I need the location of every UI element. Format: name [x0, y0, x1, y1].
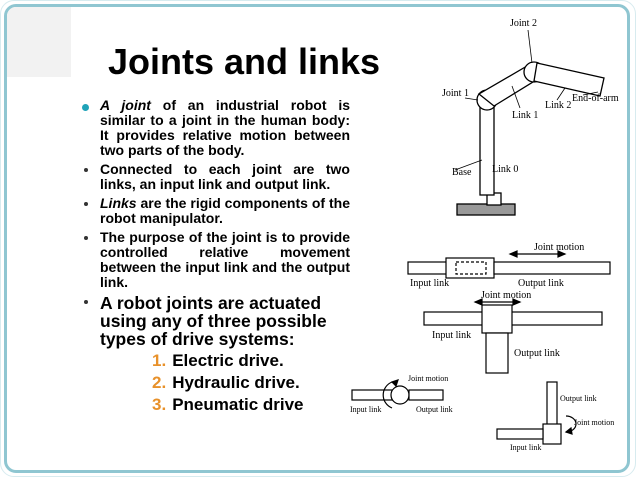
arm-leader-base	[454, 159, 483, 171]
slide-border	[4, 4, 630, 473]
bullet-links: Links are the rigid components of the ro…	[76, 196, 350, 226]
arm-leader-joint2	[527, 29, 533, 64]
drive-list: 1. Electric drive. 2. Hydraulic drive. 3. P…	[100, 352, 350, 414]
twisting-label-output: Output link	[560, 394, 597, 403]
rotational-joint-diagram	[351, 379, 444, 409]
arm-link2	[533, 62, 605, 97]
twisting-joint-diagram	[496, 381, 577, 445]
bullet-lead: A joint	[100, 97, 151, 113]
rotational-label-output: Output link	[416, 405, 453, 414]
bullet-text: A robot joints are actuated using any of…	[100, 293, 327, 349]
orthogonal-output-link	[485, 332, 509, 374]
bullet-connected: Connected to each joint are two links, a…	[76, 162, 350, 192]
drive-number: 2.	[152, 373, 167, 392]
arm-label-base: Base	[452, 167, 472, 178]
slide-title: Joints and links	[108, 41, 381, 82]
bullet-marker	[84, 236, 88, 240]
linear-label-input: Input link	[410, 278, 449, 289]
bullet-text: of an industrial robot is similar to a j…	[100, 97, 350, 158]
rotational-output-link	[408, 389, 444, 401]
bullet-joint: A joint of an industrial robot is simila…	[76, 98, 350, 158]
bullet-marker	[84, 168, 88, 172]
drive-label: Electric drive.	[172, 351, 284, 370]
bullet-purpose: The purpose of the joint is to provide c…	[76, 230, 350, 290]
bullet-lead: Links	[100, 195, 137, 211]
linear-sleeve	[445, 257, 495, 279]
rotational-joint	[390, 385, 410, 405]
orthogonal-arrowhead-right	[512, 298, 522, 306]
linear-output-link	[493, 261, 611, 275]
bullet-marker	[84, 300, 88, 304]
rotational-label-input: Input link	[350, 405, 381, 414]
orthogonal-arrowhead-left	[473, 298, 483, 306]
arm-label-end-of-arm: End-of-arm	[572, 93, 619, 104]
rotational-motion-arc	[382, 381, 393, 409]
linear-label-motion: Joint motion	[534, 242, 584, 253]
drive-item: 2. Hydraulic drive.	[152, 374, 350, 392]
arm-label-link0: Link 0	[492, 164, 518, 175]
orthogonal-label-output: Output link	[514, 348, 560, 359]
arm-link0	[479, 102, 495, 196]
rotational-label-motion: Joint motion	[408, 374, 448, 383]
arm-leader-end	[582, 91, 599, 96]
drive-item: 1. Electric drive.	[152, 352, 350, 370]
arm-label-link2: Link 2	[545, 100, 571, 111]
arm-base-plate	[456, 203, 516, 216]
corner-band	[7, 7, 71, 77]
rotational-arrowhead	[390, 379, 399, 388]
twisting-joint	[542, 423, 562, 445]
linear-arrowhead-left	[508, 250, 518, 258]
drive-number: 1.	[152, 351, 167, 370]
twisting-arrowhead	[564, 426, 573, 435]
bullet-marker	[82, 104, 89, 111]
bullet-marker	[84, 202, 88, 206]
bullet-text: Connected to each joint are two links, a…	[100, 161, 350, 192]
bullet-list: A joint of an industrial robot is simila…	[76, 98, 350, 418]
drive-label: Pneumatic drive	[172, 395, 304, 414]
orthogonal-label-motion: Joint motion	[481, 290, 531, 301]
linear-slider-hidden	[455, 261, 487, 275]
bullet-text: The purpose of the joint is to provide c…	[100, 229, 350, 290]
drive-number: 3.	[152, 395, 167, 414]
arm-leader-joint1	[464, 97, 479, 101]
arm-leader-link2	[556, 87, 566, 101]
twisting-label-motion: Joint motion	[574, 418, 614, 427]
linear-arrowhead-right	[557, 250, 567, 258]
linear-label-output: Output link	[518, 278, 564, 289]
twisting-label-input: Input link	[510, 443, 541, 452]
arm-label-link1: Link 1	[512, 110, 538, 121]
arm-label-joint1: Joint 1	[442, 88, 469, 99]
arm-leader-link1	[511, 85, 521, 109]
bullet-text: are the rigid components of the robot ma…	[100, 195, 350, 226]
orthogonal-joint-block	[481, 304, 513, 334]
robot-arm-diagram	[454, 29, 605, 216]
bullet-actuated: A robot joints are actuated using any of…	[76, 294, 350, 414]
linear-joint-diagram	[407, 250, 611, 279]
drive-item: 3. Pneumatic drive	[152, 396, 350, 414]
orthogonal-input-link	[423, 311, 603, 326]
arm-label-joint2: Joint 2	[510, 18, 537, 29]
rotational-input-link	[351, 389, 393, 401]
twisting-input-link	[496, 428, 544, 440]
orthogonal-label-input: Input link	[432, 330, 471, 341]
drive-label: Hydraulic drive.	[172, 373, 300, 392]
orthogonal-joint-diagram	[423, 298, 603, 374]
